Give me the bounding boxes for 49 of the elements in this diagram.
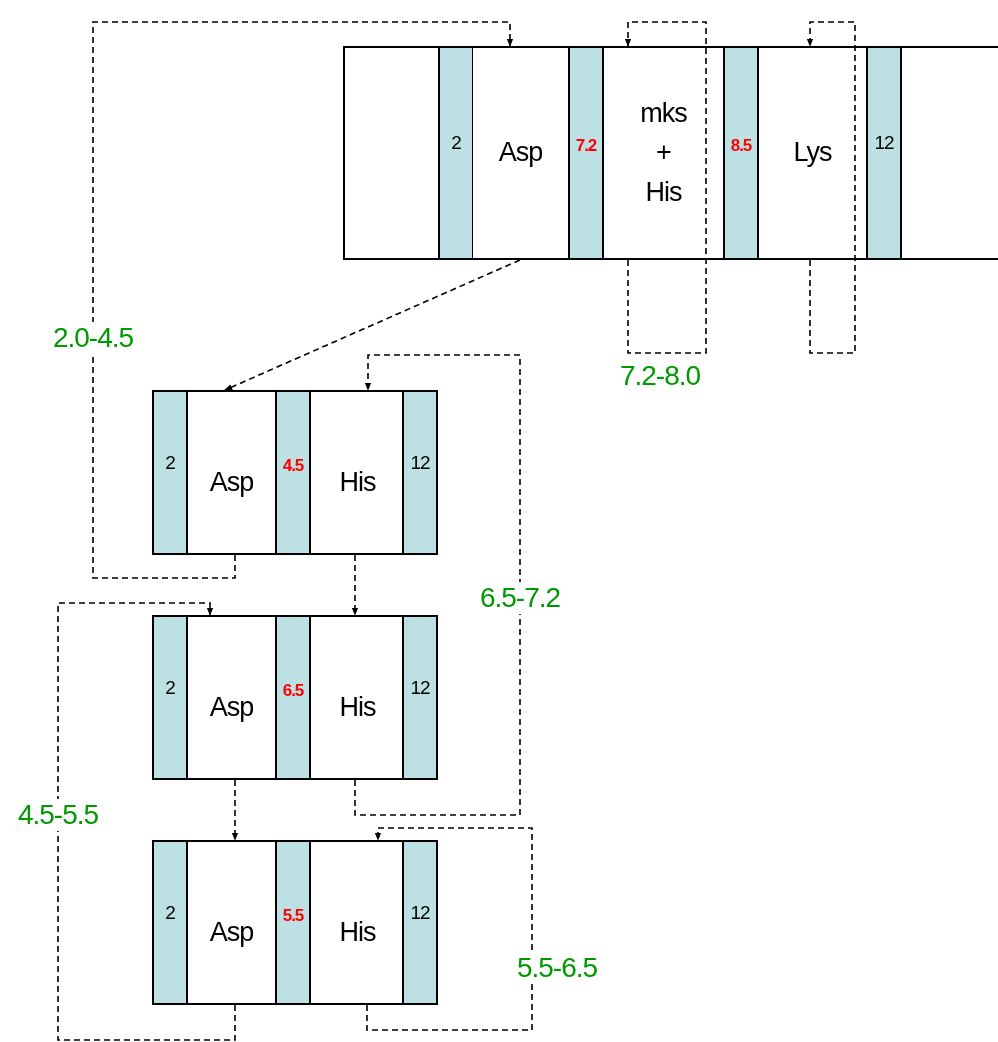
edge-label: 4.5-5.5 (15, 799, 101, 831)
gel-strip (152, 390, 438, 555)
ph-value: 2 (165, 901, 175, 924)
ph-value: 12 (410, 901, 430, 924)
pi-value: 5.5 (282, 905, 304, 926)
ph-value: 12 (874, 132, 894, 154)
dashed-arrow (354, 354, 521, 816)
dashed-arrow (806, 21, 856, 354)
ph-band (568, 46, 604, 260)
amino-acid-label: Asp (209, 915, 254, 949)
pi-value: 8.5 (730, 136, 752, 156)
ph-value: 2 (165, 451, 175, 474)
ph-band (275, 390, 311, 555)
amino-acid-label: Asp (209, 690, 254, 724)
amino-acid-label: His (339, 465, 376, 499)
ph-band (152, 615, 188, 780)
dashed-arrow (624, 21, 707, 354)
ph-band (402, 615, 438, 780)
pi-value: 7.2 (575, 136, 597, 156)
amino-acid-label: mks + His (639, 97, 688, 209)
dashed-arrow (92, 21, 514, 579)
amino-acid-label: Lys (793, 136, 832, 170)
pi-value: 4.5 (282, 455, 304, 476)
gel-strip (152, 840, 438, 1005)
ph-value: 12 (410, 451, 430, 474)
dashed-arrow (351, 554, 359, 616)
ph-band (723, 46, 759, 260)
gel-strip (343, 46, 998, 260)
amino-acid-label: Asp (498, 136, 543, 170)
dashed-arrow (366, 827, 533, 1031)
amino-acid-label: His (339, 915, 376, 949)
ph-value: 12 (410, 676, 430, 699)
dashed-arrow (224, 259, 521, 391)
ph-value: 2 (165, 676, 175, 699)
ph-band (402, 390, 438, 555)
amino-acid-label: Asp (209, 465, 254, 499)
ph-band (152, 840, 188, 1005)
ph-band (152, 390, 188, 555)
amino-acid-label: His (339, 690, 376, 724)
ph-band (402, 840, 438, 1005)
dashed-arrow (231, 779, 239, 841)
ph-band (275, 840, 311, 1005)
dashed-arrow (57, 602, 236, 1041)
gel-strip (152, 615, 438, 780)
ph-value: 2 (451, 132, 461, 154)
pi-value: 6.5 (282, 680, 304, 701)
ph-band (275, 615, 311, 780)
ph-band (866, 46, 902, 260)
ph-band (438, 46, 474, 260)
